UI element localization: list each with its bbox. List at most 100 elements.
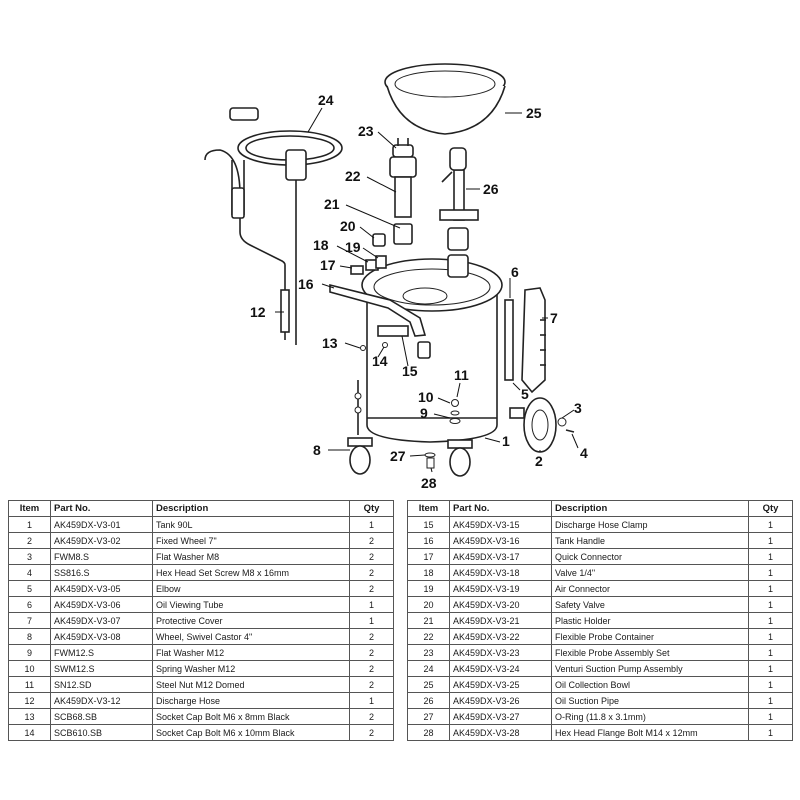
castor-drawing <box>347 380 473 477</box>
callout-11: 11 <box>454 367 469 383</box>
cell-description: Spring Washer M12 <box>152 660 350 677</box>
cell-qty: 1 <box>748 612 793 629</box>
cell-item: 3 <box>8 548 51 565</box>
cell-item: 27 <box>407 708 450 725</box>
cell-description: Flexible Probe Container <box>551 628 749 645</box>
cell-item: 2 <box>8 532 51 549</box>
callout-25: 25 <box>526 105 542 121</box>
cell-item: 19 <box>407 580 450 597</box>
cell-qty: 2 <box>349 660 394 677</box>
cell-item: 15 <box>407 516 450 533</box>
callout-1: 1 <box>502 433 510 449</box>
hose-valve-drawing <box>231 187 245 219</box>
callout-15: 15 <box>402 363 418 379</box>
cell-qty: 1 <box>349 612 394 629</box>
cell-part-no: AK459DX-V3-08 <box>50 628 153 645</box>
cell-description: Fixed Wheel 7" <box>152 532 350 549</box>
callout-24: 24 <box>318 92 334 108</box>
cell-description: O-Ring (11.8 x 3.1mm) <box>551 708 749 725</box>
callout-20: 20 <box>340 218 356 234</box>
cell-item: 28 <box>407 724 450 741</box>
cell-description: Socket Cap Bolt M6 x 10mm Black <box>152 724 350 741</box>
suction-pipe-drawing <box>439 147 479 251</box>
cell-qty: 2 <box>349 548 394 565</box>
header-item: Item <box>407 500 450 517</box>
cell-qty: 2 <box>349 564 394 581</box>
cell-part-no: AK459DX-V3-01 <box>50 516 153 533</box>
cell-description: Quick Connector <box>551 548 749 565</box>
cell-qty: 1 <box>349 596 394 613</box>
o-ring-drawing <box>424 452 436 458</box>
callout-8: 8 <box>313 442 321 458</box>
cell-item: 14 <box>8 724 51 741</box>
callout-5: 5 <box>521 386 529 402</box>
cell-item: 16 <box>407 532 450 549</box>
cell-description: Socket Cap Bolt M6 x 8mm Black <box>152 708 350 725</box>
cell-part-no: AK459DX-V3-07 <box>50 612 153 629</box>
cell-part-no: AK459DX-V3-22 <box>449 628 552 645</box>
cell-part-no: AK459DX-V3-12 <box>50 692 153 709</box>
cell-item: 17 <box>407 548 450 565</box>
cell-description: Flat Washer M12 <box>152 644 350 661</box>
cell-description: Discharge Hose <box>152 692 350 709</box>
cell-part-no: AK459DX-V3-21 <box>449 612 552 629</box>
cell-description: Hex Head Flange Bolt M14 x 12mm <box>551 724 749 741</box>
cell-part-no: AK459DX-V3-15 <box>449 516 552 533</box>
cell-qty: 1 <box>748 676 793 693</box>
cell-qty: 1 <box>748 548 793 565</box>
callout-16: 16 <box>298 276 314 292</box>
cell-part-no: AK459DX-V3-02 <box>50 532 153 549</box>
callout-21: 21 <box>324 196 340 212</box>
flat-washer-drawing <box>449 418 461 424</box>
cell-item: 11 <box>8 676 51 693</box>
cell-item: 1 <box>8 516 51 533</box>
cell-part-no: SCB68.SB <box>50 708 153 725</box>
table-header-row: Item Part No. Description Qty <box>407 500 793 517</box>
callout-22: 22 <box>345 168 361 184</box>
cell-item: 4 <box>8 564 51 581</box>
cell-qty: 1 <box>748 580 793 597</box>
cell-part-no: SN12.SD <box>50 676 153 693</box>
venturi-drawing <box>229 107 343 345</box>
cell-part-no: AK459DX-V3-24 <box>449 660 552 677</box>
probe-drawing <box>389 138 417 245</box>
callout-13: 13 <box>322 335 338 351</box>
cell-description: Flexible Probe Assembly Set <box>551 644 749 661</box>
callout-19: 19 <box>345 239 361 255</box>
callout-18: 18 <box>313 237 329 253</box>
cell-qty: 1 <box>748 596 793 613</box>
cell-qty: 1 <box>748 532 793 549</box>
cell-part-no: AK459DX-V3-16 <box>449 532 552 549</box>
exploded-parts-diagram: 1 2 3 4 5 6 7 8 9 10 11 12 13 14 15 16 1… <box>204 63 588 490</box>
bowl-drawing <box>384 63 506 135</box>
cell-item: 9 <box>8 644 51 661</box>
cell-qty: 2 <box>349 676 394 693</box>
cell-qty: 1 <box>349 516 394 533</box>
cell-description: Protective Cover <box>152 612 350 629</box>
cell-qty: 1 <box>748 708 793 725</box>
cell-description: Tank 90L <box>152 516 350 533</box>
cell-part-no: AK459DX-V3-25 <box>449 676 552 693</box>
cell-part-no: AK459DX-V3-19 <box>449 580 552 597</box>
cell-item: 21 <box>407 612 450 629</box>
callout-17: 17 <box>320 257 336 273</box>
callout-27: 27 <box>390 448 406 464</box>
callout-26: 26 <box>483 181 499 197</box>
